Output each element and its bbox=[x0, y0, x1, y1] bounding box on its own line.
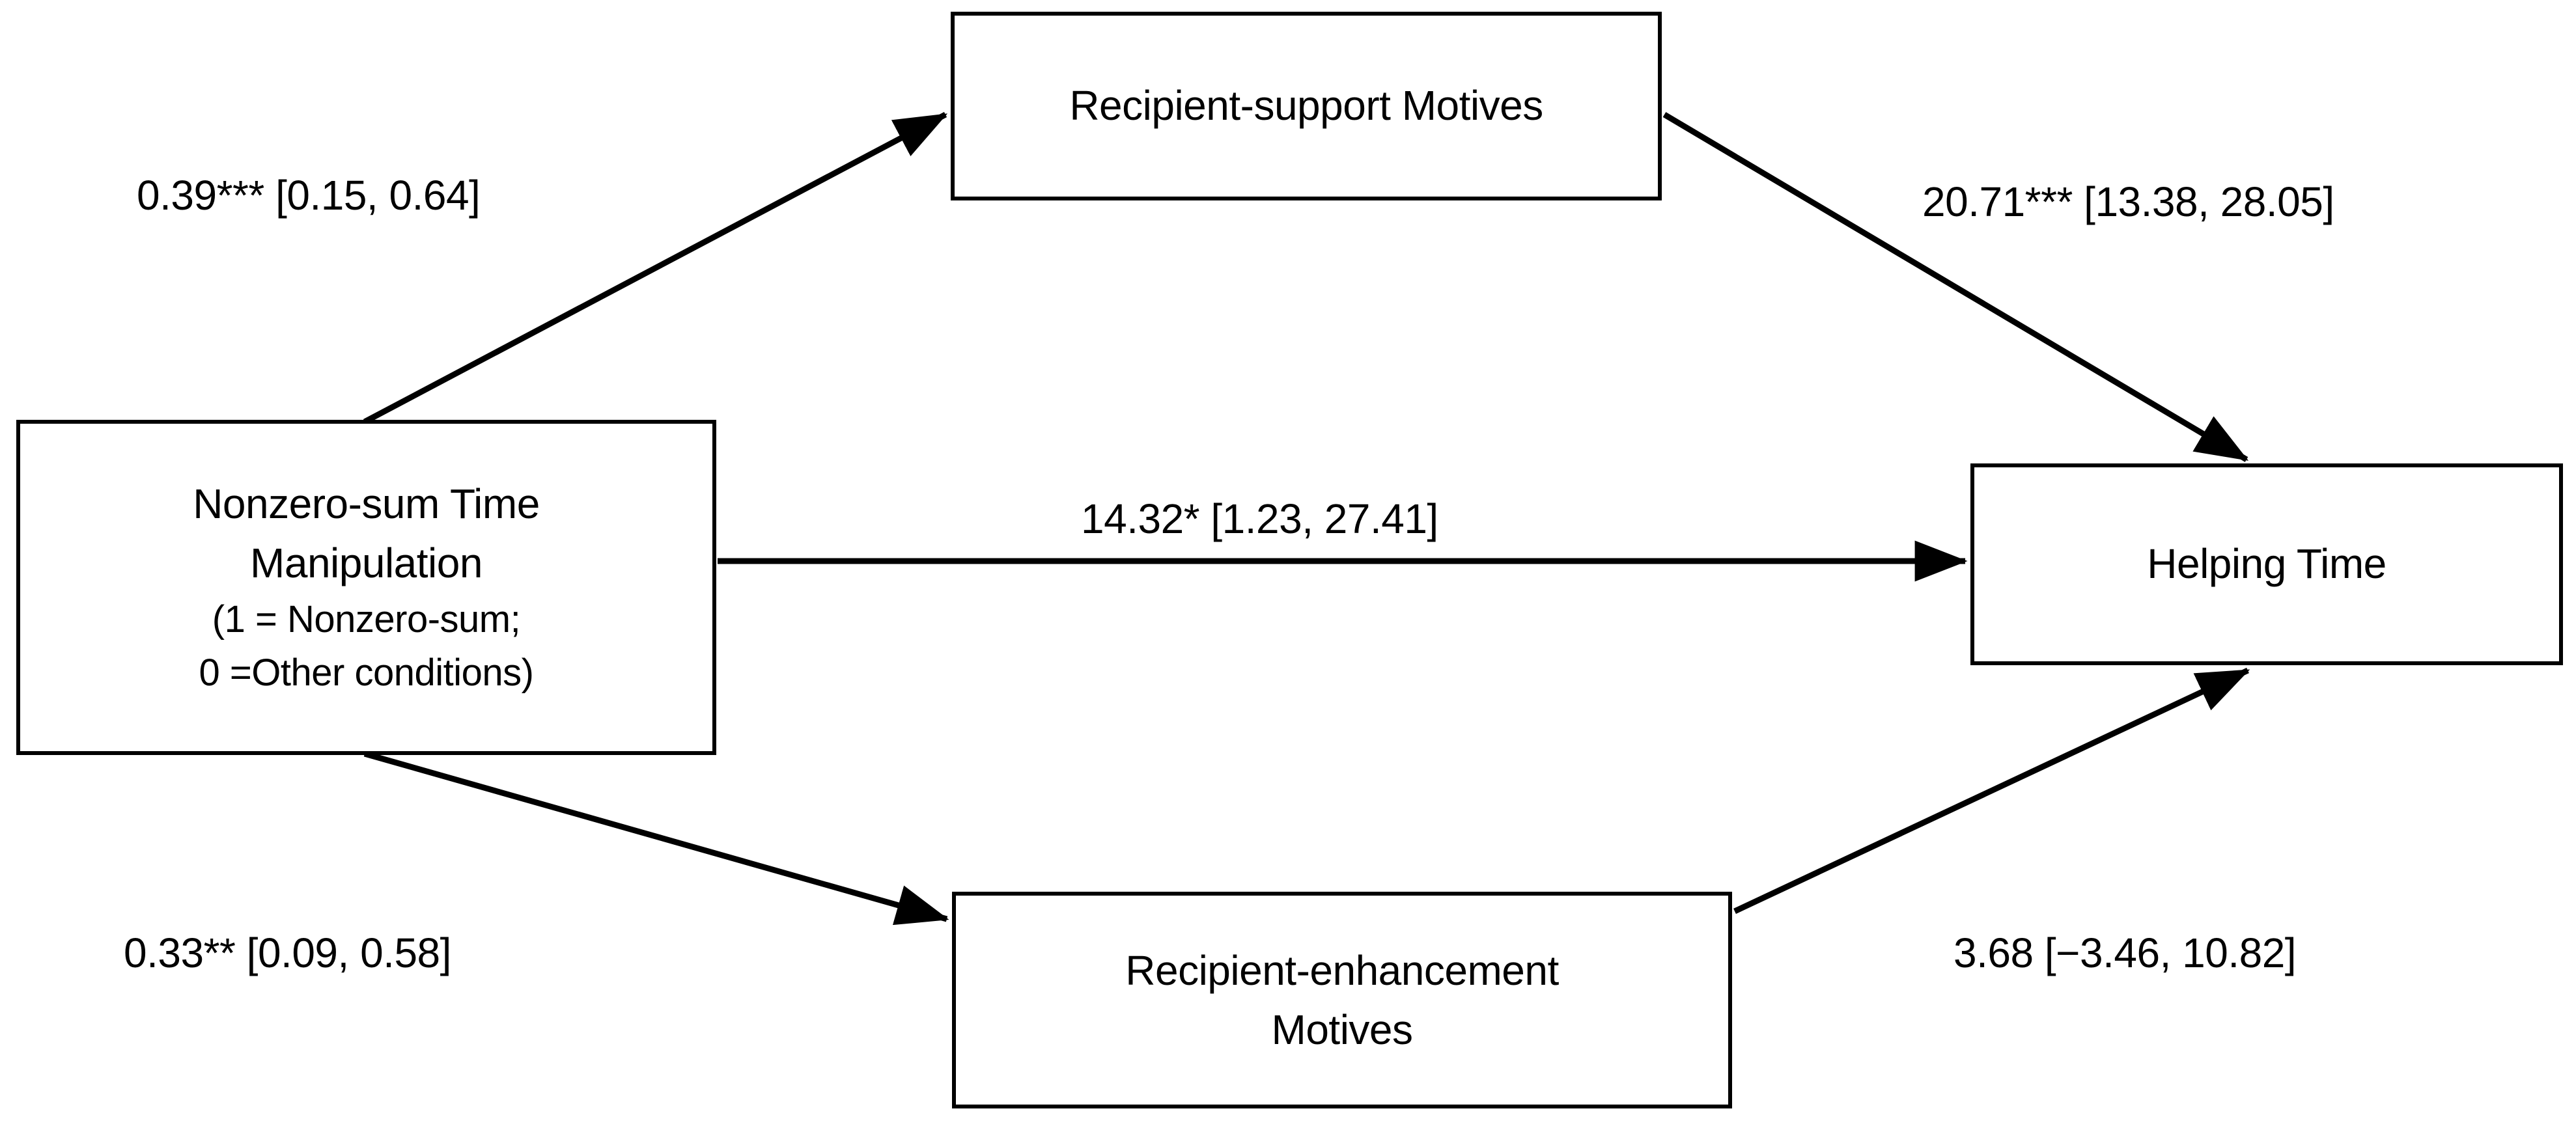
node-recipient-support-motives[interactable]: Recipient-support Motives bbox=[951, 12, 1662, 200]
node-label-line: Nonzero-sum Time bbox=[193, 480, 540, 528]
path-label-a1: 0.39*** [0.15, 0.64] bbox=[137, 172, 481, 219]
path-label-b1: 20.71*** [13.38, 28.05] bbox=[1922, 178, 2334, 225]
node-label-line: Motives bbox=[1271, 1006, 1414, 1053]
node-nonzero-sum-time-manipulation[interactable]: Nonzero-sum Time Manipulation (1 = Nonze… bbox=[16, 420, 716, 755]
node-label-line: Manipulation bbox=[250, 540, 483, 587]
node-label-line: Recipient-enhancement bbox=[1125, 946, 1559, 994]
arrow-b1-path bbox=[1662, 112, 2249, 462]
path-label-b2: 3.68 [−3.46, 10.82] bbox=[1953, 929, 2297, 976]
path-label-a2: 0.33** [0.09, 0.58] bbox=[124, 929, 451, 976]
arrow-a1-path bbox=[363, 112, 948, 424]
node-label-line: Recipient-support Motives bbox=[1069, 82, 1543, 130]
node-label-line: 0 =Other conditions) bbox=[199, 652, 534, 694]
node-label-line: (1 = Nonzero-sum; bbox=[212, 598, 521, 641]
path-label-c-prime: 14.32* [1.23, 27.41] bbox=[1081, 495, 1438, 542]
node-label-line: Helping Time bbox=[2147, 540, 2387, 588]
node-recipient-enhancement-motives[interactable]: Recipient-enhancement Motives bbox=[952, 892, 1732, 1108]
node-helping-time[interactable]: Helping Time bbox=[1970, 463, 2563, 665]
arrow-a2-path bbox=[363, 750, 949, 926]
arrow-b2-path bbox=[1733, 667, 2250, 914]
